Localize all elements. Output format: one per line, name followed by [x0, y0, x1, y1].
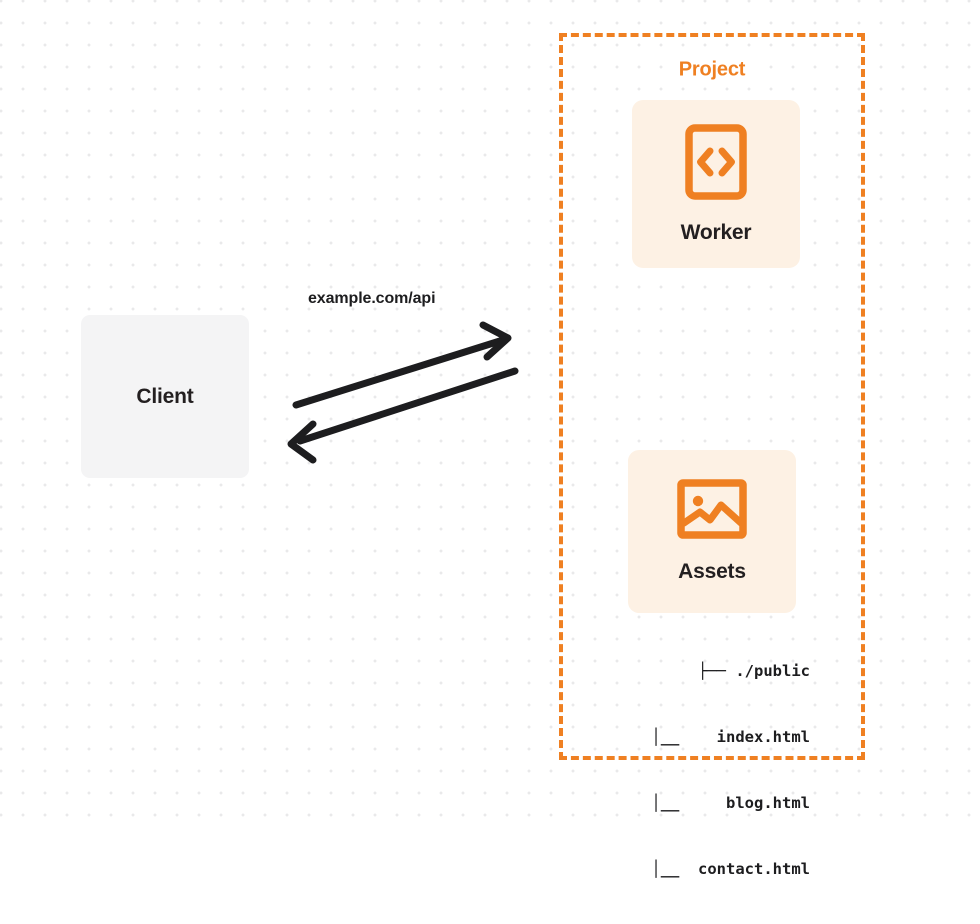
- client-node[interactable]: Client: [81, 315, 249, 478]
- request-arrow-icon: [292, 321, 512, 409]
- worker-card[interactable]: Worker: [632, 100, 800, 268]
- worker-label: Worker: [680, 220, 752, 244]
- assets-file-tree: ├── ./public │__ index.html │__ blog.htm…: [600, 616, 810, 924]
- file-tree-line: │__ index.html: [651, 728, 810, 746]
- project-container: Project: [559, 33, 865, 760]
- file-tree-line: │__ blog.html: [651, 794, 810, 812]
- code-brackets-icon: [685, 123, 747, 205]
- assets-label: Assets: [678, 560, 746, 583]
- response-arrow-icon: [287, 367, 519, 464]
- diagram-canvas: Client example.com/api Project Worker: [0, 0, 980, 878]
- file-tree-line: ├── ./public: [698, 662, 810, 680]
- client-label: Client: [136, 384, 194, 408]
- file-tree-line: │__ contact.html: [651, 860, 810, 878]
- assets-card[interactable]: Assets: [628, 450, 796, 613]
- connector-label: example.com/api: [308, 290, 436, 307]
- image-picture-icon: [677, 479, 747, 544]
- project-title: Project: [671, 58, 753, 82]
